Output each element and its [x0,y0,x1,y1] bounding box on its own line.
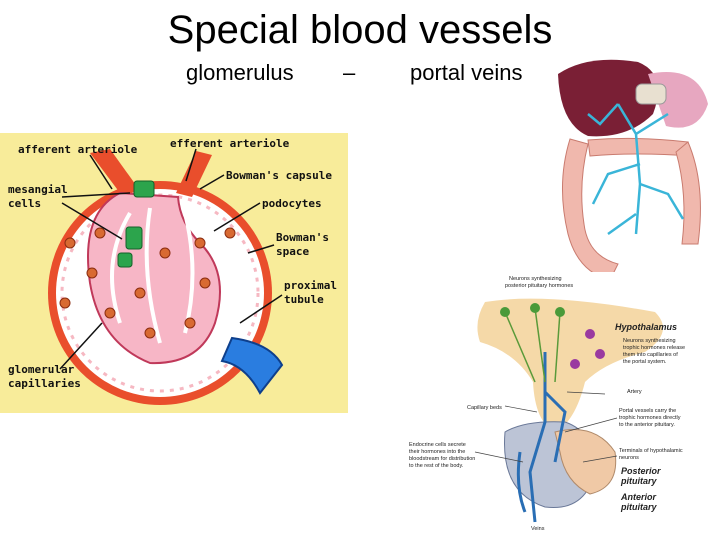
label-neurons-right-2: trophic hormones release [623,345,685,351]
label-mesangial: mesangial [8,183,68,196]
pituitary-portal-diagram: Neurons synthesizing posterior pituitary… [405,272,715,534]
label-efferent: efferent arteriole [170,137,290,150]
label-endocrine-4: to the rest of the body. [409,463,464,469]
subtitle-portal-veins: portal veins [410,60,523,86]
label-anterior: Anterior [620,492,657,502]
label-capillary-beds: Capillary beds [467,405,502,411]
label-artery: Artery [627,389,642,395]
label-capillaries: capillaries [8,377,81,390]
label-portal-3: to the anterior pituitary. [619,422,675,428]
label-tubule: tubule [284,293,324,306]
label-neurons-top: Neurons synthesizing [509,276,562,282]
label-proximal: proximal [284,279,337,292]
label-portal-2: trophic hormones directly [619,415,681,421]
label-anterior-pituitary: pituitary [620,502,657,512]
label-posterior-pituitary: pituitary [620,476,657,486]
label-posterior: Posterior [621,466,661,476]
label-terminals-1: Terminals of hypothalamic [619,448,683,454]
label-neurons-top-2: posterior pituitary hormones [505,283,573,289]
label-bowman-capsule: Bowman's capsule [226,169,332,182]
label-endocrine-2: their hormones into the [409,449,465,455]
subtitle-glomerulus: glomerulus [186,60,294,86]
label-neurons-right-1: Neurons synthesizing [623,338,676,344]
label-neurons-right-4: the portal system. [623,359,667,365]
label-endocrine-1: Endocrine cells secrete [409,442,466,448]
label-afferent: afferent arteriole [18,143,138,156]
label-portal-1: Portal vessels carry the [619,408,676,414]
label-bowman-space: Bowman's [276,231,329,244]
label-mesangial-cells: cells [8,197,41,210]
hepatic-portal-illustration [548,44,718,284]
glomerulus-diagram: afferent arteriole efferent arteriole Bo… [0,133,348,413]
label-podocytes: podocytes [262,197,322,210]
label-neurons-right-3: them into capillaries of [623,352,678,358]
label-veins: Veins [531,526,545,532]
label-hypothalamus: Hypothalamus [615,322,677,332]
subtitle-dash: – [343,60,355,86]
transverse-colon [588,138,690,156]
label-terminals-2: neurons [619,455,639,461]
label-bowman-space-2: space [276,245,309,258]
gallbladder [636,84,666,104]
label-endocrine-3: bloodstream for distribution [409,456,475,462]
